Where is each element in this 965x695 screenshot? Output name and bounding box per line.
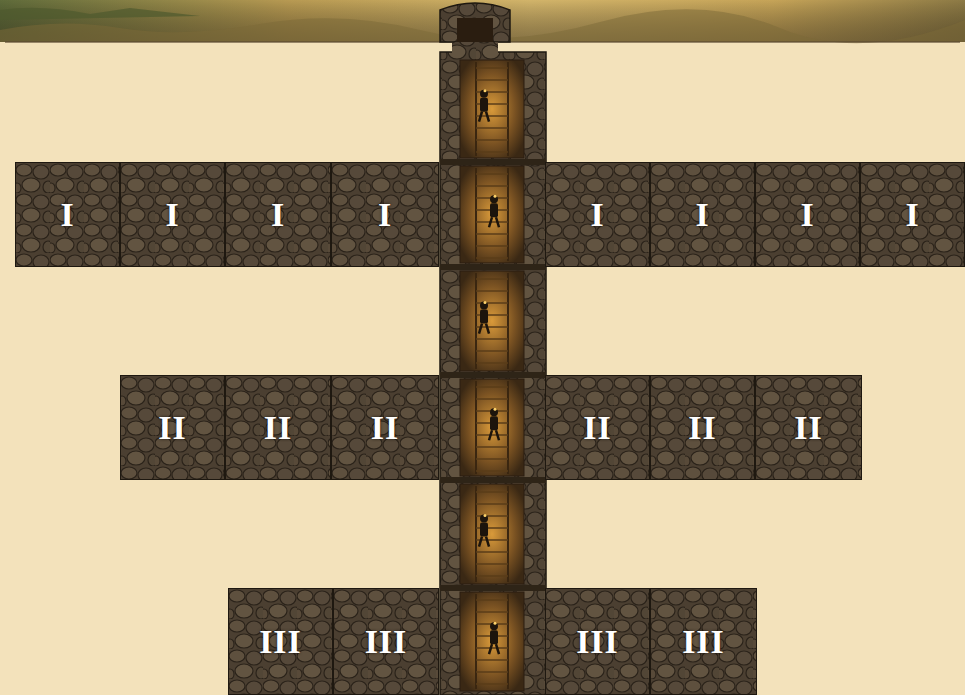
level-numeral: I (590, 198, 604, 232)
level-numeral: III (259, 625, 302, 659)
mine-tile: II (225, 375, 331, 480)
mine-tile: I (860, 162, 965, 267)
level-numeral: III (682, 625, 725, 659)
level-numeral: II (583, 411, 611, 445)
mine-tile: I (120, 162, 225, 267)
mine-tile: III (545, 588, 650, 695)
level-numeral: I (378, 198, 392, 232)
level-numeral: I (60, 198, 74, 232)
level-numeral: II (158, 411, 186, 445)
mine-tile: II (120, 375, 225, 480)
level-numeral: I (165, 198, 179, 232)
mine-tile: II (545, 375, 650, 480)
mine-tile: II (755, 375, 862, 480)
mine-tile: II (650, 375, 755, 480)
mine-tile: III (650, 588, 757, 695)
level-numeral: I (271, 198, 285, 232)
mine-tile: II (331, 375, 439, 480)
mine-tile: I (755, 162, 860, 267)
mine-tile: I (15, 162, 120, 267)
level-numeral: I (905, 198, 919, 232)
mine-tile: III (228, 588, 333, 695)
level-numeral: I (695, 198, 709, 232)
level-numeral: III (365, 625, 408, 659)
mine-tile: I (650, 162, 755, 267)
level-numeral: II (688, 411, 716, 445)
mine-tile: I (545, 162, 650, 267)
mine-tile: III (333, 588, 439, 695)
level-numeral: II (794, 411, 822, 445)
level-numeral: I (800, 198, 814, 232)
level-numeral: III (576, 625, 619, 659)
mine-tile: I (331, 162, 439, 267)
level-numeral: II (371, 411, 399, 445)
level-numeral: II (264, 411, 292, 445)
mine-tile: I (225, 162, 331, 267)
